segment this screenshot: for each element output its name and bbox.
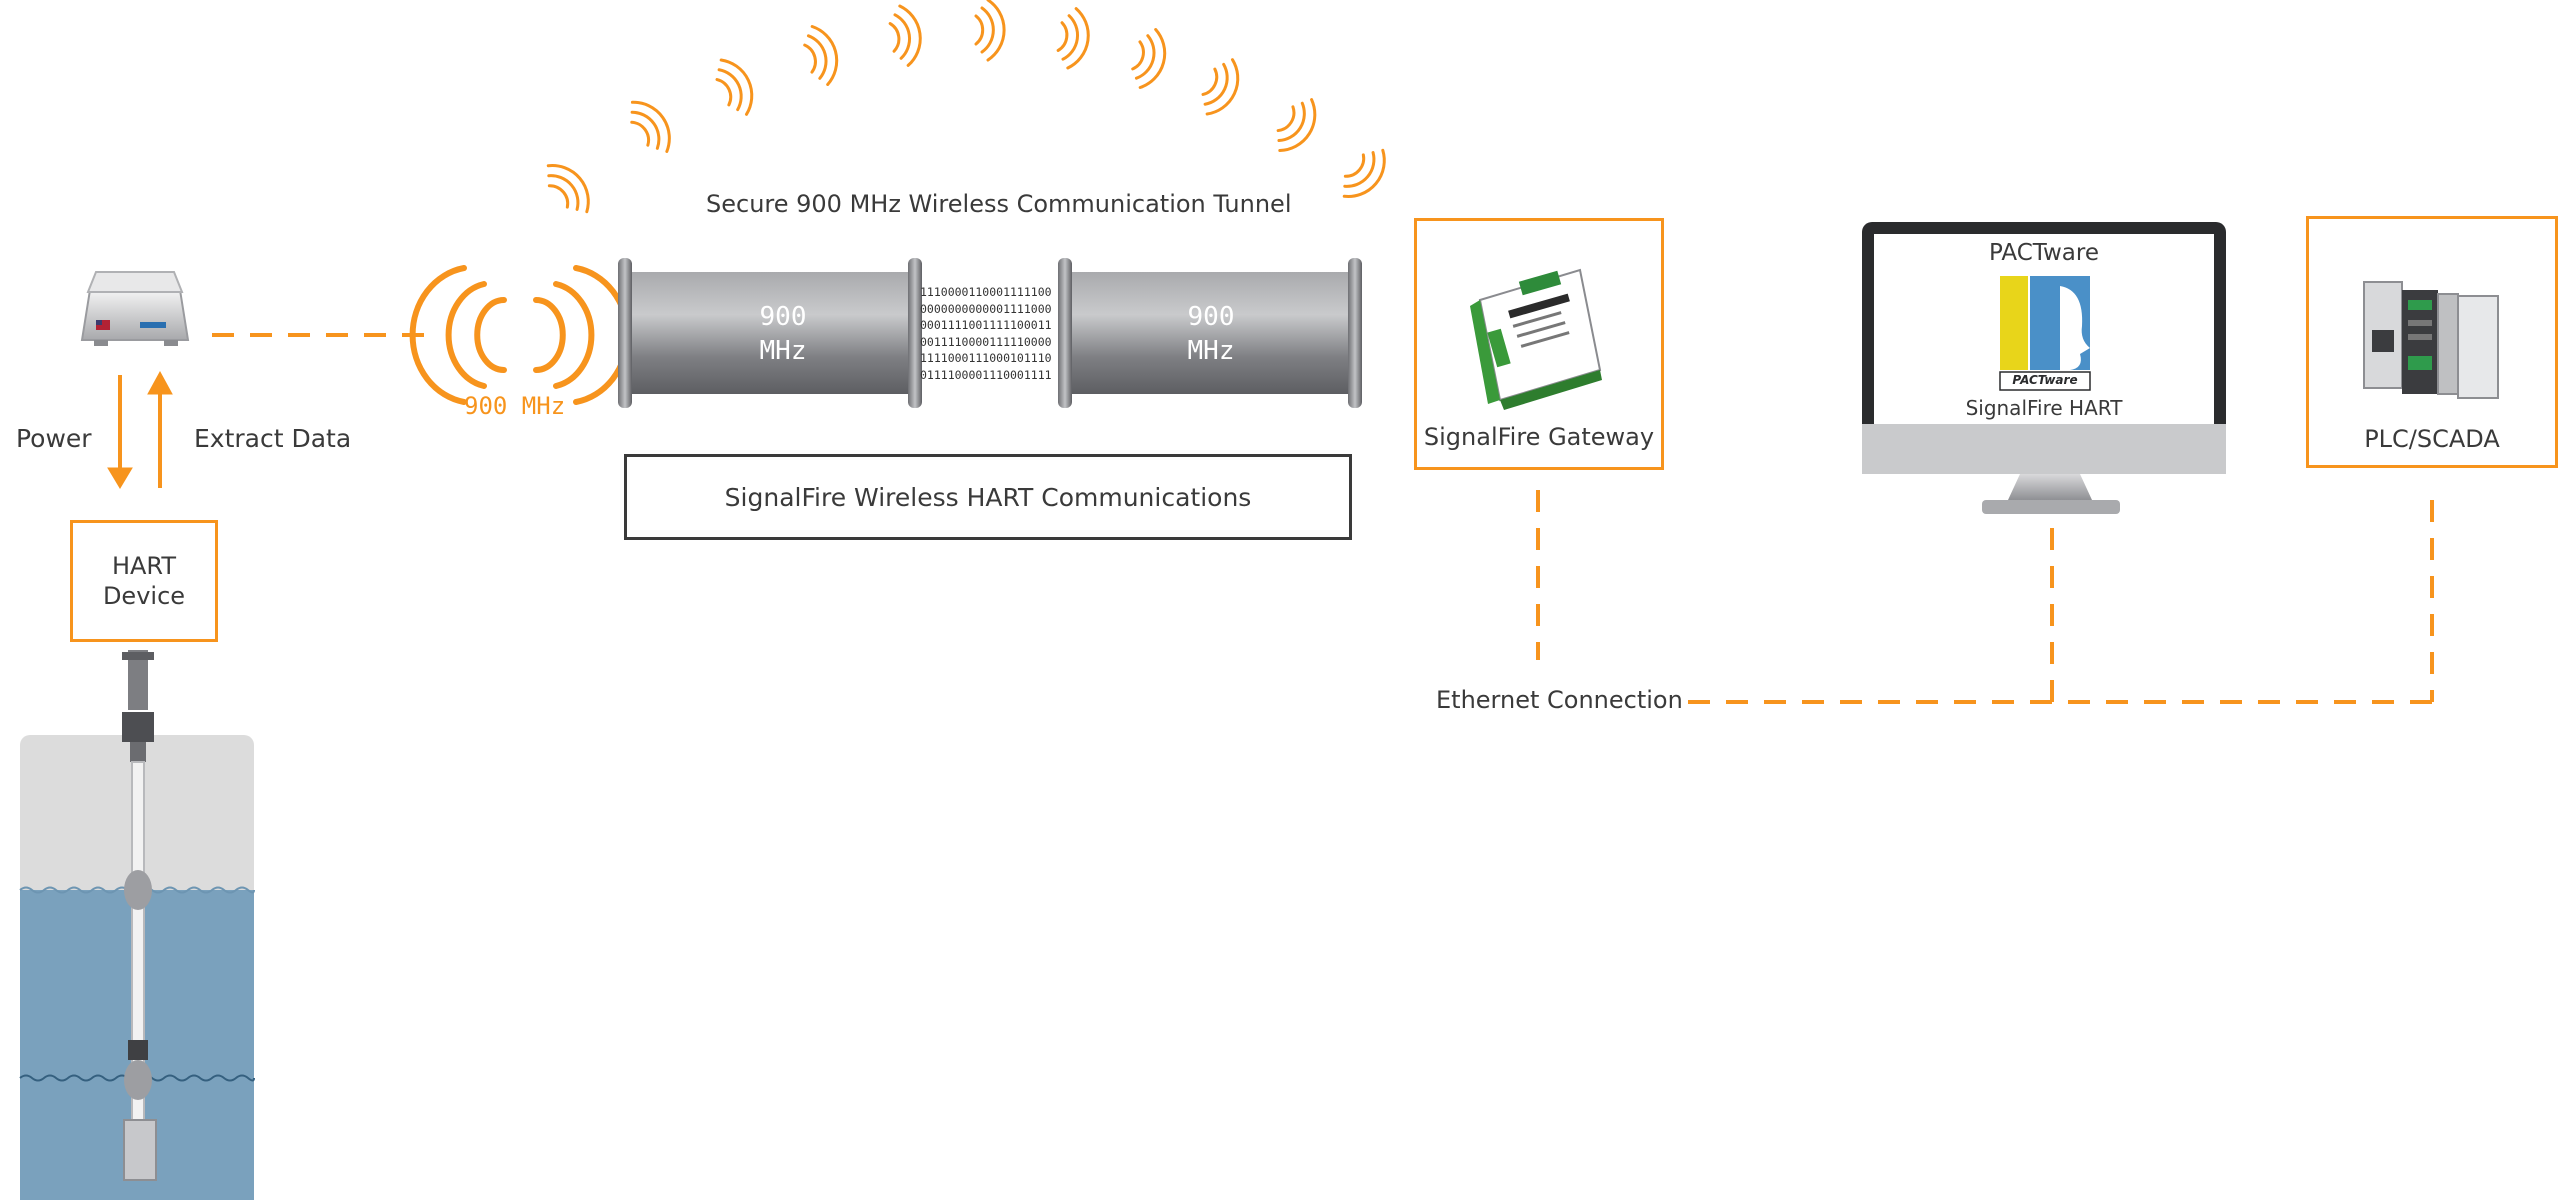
plc-scada-box: PLC/SCADA — [2306, 216, 2558, 468]
wireless-signal-icon — [546, 0, 1386, 214]
antenna-frequency-label: 900 MHz — [464, 392, 566, 420]
plc-device — [2363, 281, 2499, 399]
right-pipe-label-line2: MHz — [1187, 336, 1235, 366]
antenna-radiation-icon — [409, 265, 631, 405]
gateway-device — [1470, 268, 1602, 410]
power-arrow — [107, 375, 133, 489]
left-pipe-label-line2: MHz — [759, 336, 807, 366]
tank-illustration — [19, 650, 255, 1200]
pactware-title: PACTware — [1988, 240, 2100, 266]
tunnel-caption: SignalFire Wireless HART Communications — [724, 482, 1252, 512]
extract-data-arrow — [147, 370, 173, 488]
tunnel-pipe — [618, 258, 1362, 408]
binary-row: 0001111001111100011 — [920, 318, 1052, 332]
gateway-label: SignalFire Gateway — [1423, 423, 1655, 451]
pactware-logo-text: PACTware — [2012, 373, 2078, 387]
binary-row: 0111100001110001111 — [920, 367, 1052, 382]
tunnel-caption-box: SignalFire Wireless HART Communications — [624, 454, 1352, 540]
right-pipe-label: 900 MHz — [1156, 300, 1266, 368]
binary-row: 0011110000111110000 — [920, 334, 1052, 349]
hart-device-label-line2: Device — [102, 582, 186, 610]
pactware-caption: SignalFire HART — [1965, 396, 2123, 420]
binary-stream: 1110000110001111100 0000000000001111000 … — [920, 284, 1060, 383]
ethernet-connection-label: Ethernet Connection — [1436, 686, 1683, 714]
hart-device-box: HART Device — [70, 520, 218, 642]
left-pipe-label-line1: 900 — [759, 302, 807, 332]
binary-row: 1110000110001111100 — [920, 285, 1052, 299]
binary-row: 1111000111000101110 — [920, 351, 1052, 365]
wireless-node-device — [80, 271, 190, 346]
binary-row: 0000000000001111000 — [920, 301, 1052, 316]
left-pipe-label: 900 MHz — [728, 300, 838, 368]
extract-data-label: Extract Data — [194, 424, 352, 453]
monitor-device — [1862, 222, 2226, 514]
gateway-box: SignalFire Gateway — [1414, 218, 1664, 470]
plc-scada-label: PLC/SCADA — [2364, 425, 2500, 453]
power-label: Power — [16, 424, 92, 453]
right-pipe-label-line1: 900 — [1187, 302, 1235, 332]
hart-device-label-line1: HART — [111, 552, 177, 580]
tunnel-title: Secure 900 MHz Wireless Communication Tu… — [706, 190, 1292, 218]
